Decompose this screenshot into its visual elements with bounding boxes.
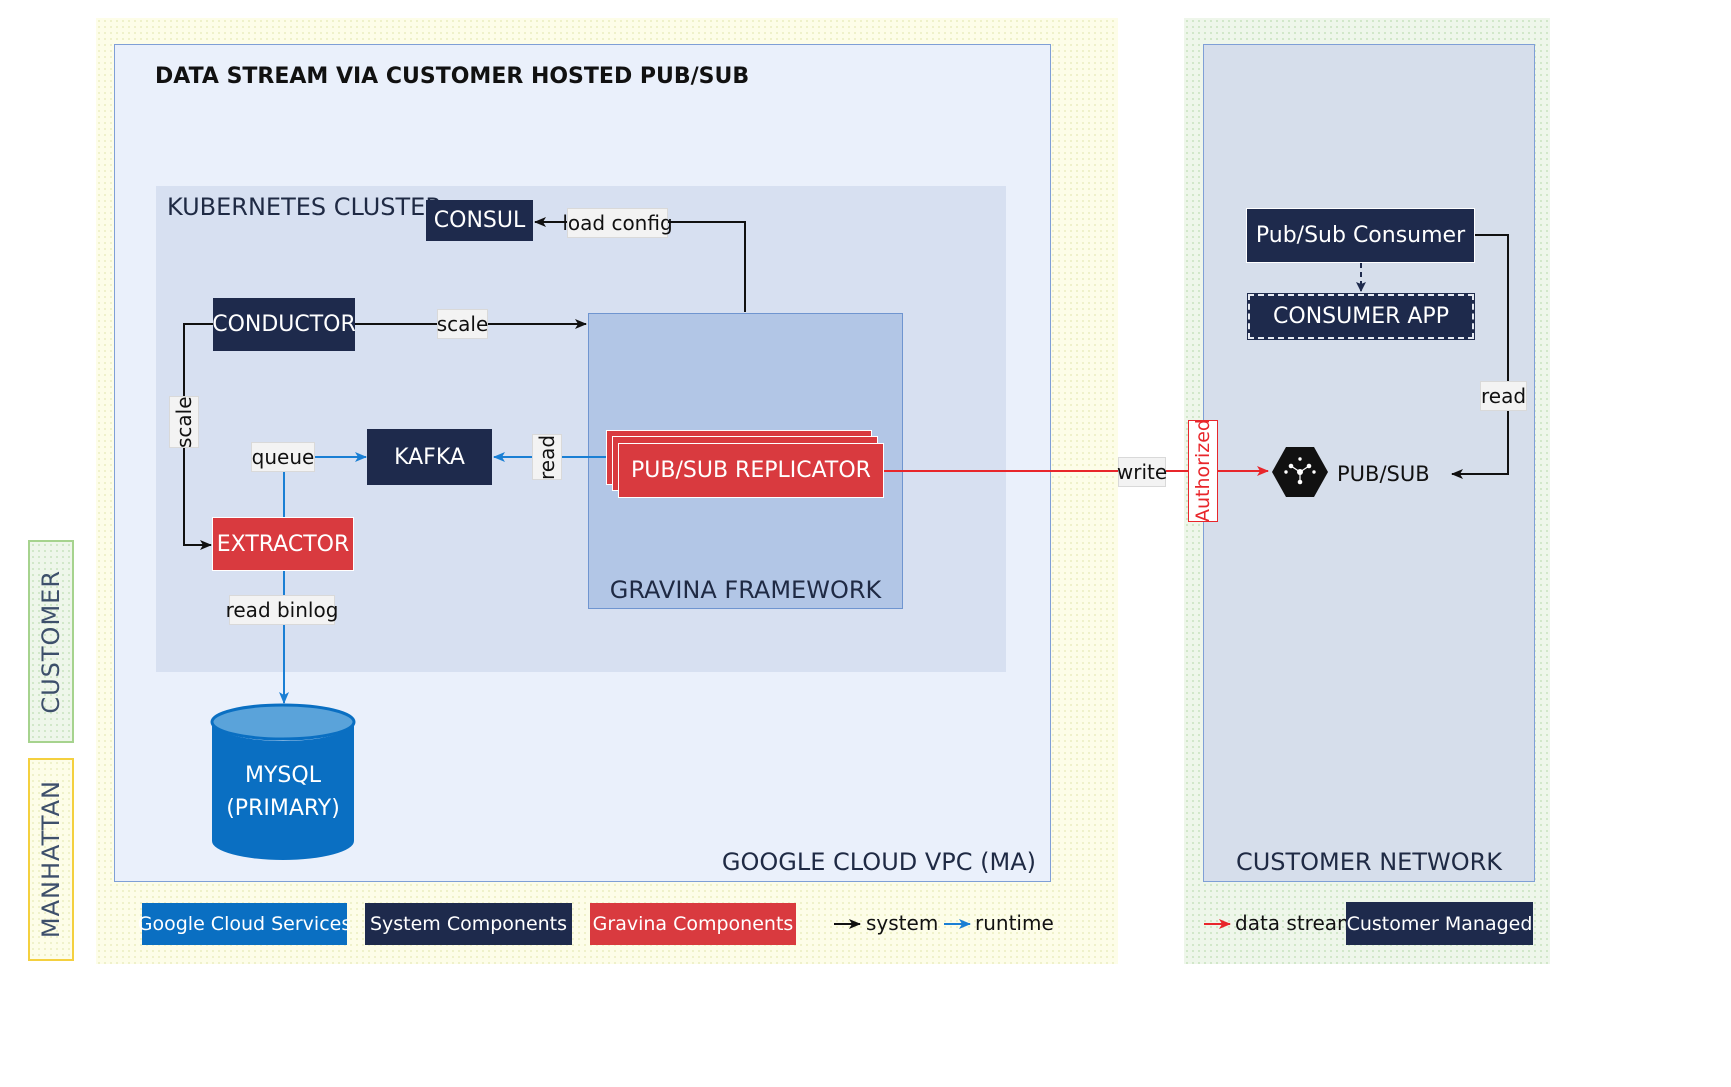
- customer-network-label: CUSTOMER NETWORK: [1235, 848, 1503, 876]
- legend-customer-managed: Customer Managed: [1346, 902, 1533, 945]
- legend-system-components: System Components: [365, 903, 572, 945]
- mysql-database-icon: [210, 703, 356, 860]
- pubsub-label: PUB/SUB: [1337, 462, 1430, 486]
- label-read-kafka: read: [532, 434, 562, 480]
- label-read-binlog: read binlog: [226, 595, 338, 625]
- vpc-label: GOOGLE CLOUD VPC (MA): [721, 848, 1036, 876]
- label-authorized: Authorized: [1188, 420, 1218, 522]
- legend-system-label: system: [866, 911, 939, 935]
- extractor-node: EXTRACTOR: [212, 517, 354, 571]
- legend-gravina-components: Gravina Components: [590, 903, 796, 945]
- mysql-label: MYSQL (PRIMARY): [210, 757, 356, 827]
- consumer-app-node: CONSUMER APP: [1247, 293, 1475, 340]
- legend-google-cloud: Google Cloud Services: [138, 903, 351, 945]
- gravina-framework-label: GRAVINA FRAMEWORK: [609, 576, 882, 604]
- label-load-config: load config: [562, 208, 673, 238]
- label-scale-extractor: scale: [169, 396, 199, 448]
- label-write: write: [1117, 457, 1167, 487]
- manhattan-side-tag: MANHATTAN: [28, 758, 74, 961]
- pubsub-hexagon-icon: [1272, 447, 1328, 497]
- legend-runtime-label: runtime: [975, 911, 1054, 935]
- customer-side-tag: CUSTOMER: [28, 540, 74, 743]
- mysql-label-line1: MYSQL: [245, 763, 321, 788]
- legend-data-stream-label: data stream: [1235, 911, 1357, 935]
- kubernetes-cluster-label: KUBERNETES CLUSTER: [167, 193, 443, 221]
- conductor-node: CONDUCTOR: [212, 298, 356, 351]
- label-queue: queue: [251, 442, 315, 472]
- mysql-label-line2: (PRIMARY): [226, 796, 340, 821]
- consul-node: CONSUL: [426, 200, 533, 241]
- label-scale-conductor: scale: [437, 309, 488, 339]
- label-read-pubsub: read: [1480, 381, 1527, 411]
- diagram-title: DATA STREAM VIA CUSTOMER HOSTED PUB/SUB: [155, 64, 750, 89]
- kafka-node: KAFKA: [367, 429, 492, 485]
- pubsub-replicator-node: PUB/SUB REPLICATOR: [618, 443, 884, 498]
- edge-read-pubsub: [1451, 234, 1509, 479]
- customer-network: [1203, 44, 1535, 882]
- pubsub-consumer-node: Pub/Sub Consumer: [1246, 208, 1475, 263]
